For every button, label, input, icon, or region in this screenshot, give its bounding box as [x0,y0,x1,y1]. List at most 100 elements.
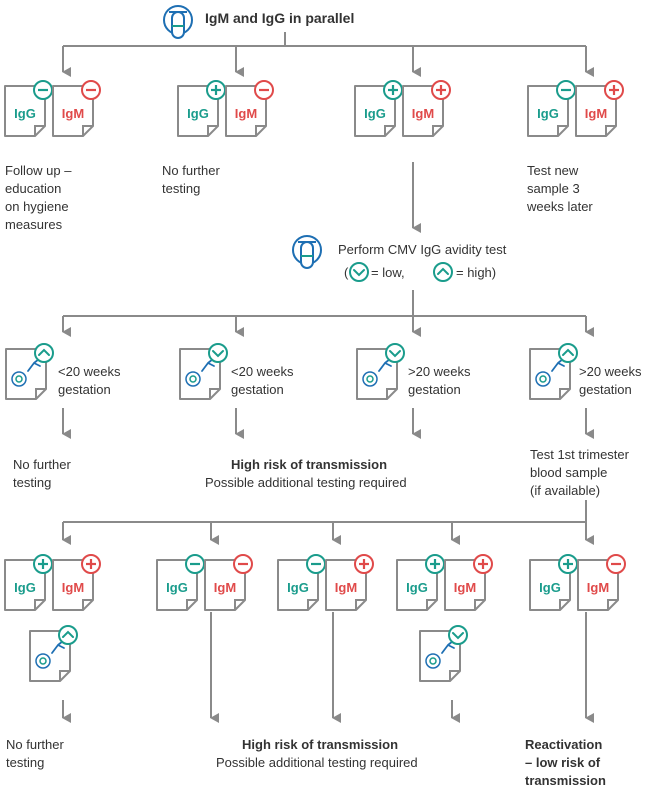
row3-test-2-igg-card-fold [186,599,197,610]
row2-avidity-4-avidity-icon [558,343,578,363]
row2-avidity-3-card-fold [386,388,397,399]
avidity-title: Perform CMV IgG avidity test [338,242,507,257]
row2-caption-2-line-2: gestation [231,382,284,397]
row1-test-3-igm-card-fold [432,125,443,136]
row1-test-1-igm-label: IgM [62,106,84,121]
row2-avidity-2-card-fold [209,388,220,399]
row2-avidity-4-card-fold [559,388,570,399]
header-title: IgM and IgG in parallel [205,10,355,26]
row3-outcome-c-line-2: – low risk of [525,755,601,770]
row1-caption-2-line-1: No further [162,163,220,178]
row3-test-5-igm-label: IgM [587,580,609,595]
row3-test-5-igg-label: IgG [539,580,561,595]
row2-avidity-2-avidity-icon-chevron [212,350,224,358]
row1-caption-4-line-1: Test new [527,163,579,178]
row2-avidity-1-cell-icon [11,371,27,387]
row3-avidity-1-avidity-icon [58,625,78,645]
row2-outcome-b-sub: Possible additional testing required [205,475,407,490]
row1-test-1-igg-card-fold [34,125,45,136]
row1-test-2-igg-card-fold [207,125,218,136]
legend-low-icon-chevron [353,269,365,277]
row1-test-4-igm-card-fold [605,125,616,136]
row3-test-3-igm-card-fold [355,599,366,610]
row3-test-3-igg-label: IgG [287,580,309,595]
row2-avidity-4-cell-icon [535,371,551,387]
avidity-legend-low: = low, [371,265,405,280]
row2-avidity-3-avidity-icon-chevron [389,350,401,358]
row3-avidity-1-avidity-icon-chevron [62,630,74,638]
row3-test-2-igm-label: IgM [214,580,236,595]
row2-avidity-1-avidity-icon [34,343,54,363]
row3-test-2-igg-label: IgG [166,580,188,595]
row3-test-4-igg-card-fold [426,599,437,610]
row1-test-2-igg-label: IgG [187,106,209,121]
row2-outcome-c-line-1: Test 1st trimester [530,447,629,462]
row3-outcome-b-title: High risk of transmission [242,737,399,752]
row1-test-4-igm-label: IgM [585,106,607,121]
row3-avidity-4-avidity-icon [448,625,468,645]
row3-test-4-igm-card-fold [474,599,485,610]
row3-test-1-igg-card-fold [34,599,45,610]
row1-caption-2-line-2: testing [162,181,201,196]
row2-caption-3-line-2: gestation [408,382,461,397]
row2-avidity-2-cell-icon [185,371,201,387]
row2-caption-2-line-1: <20 weeks [231,364,294,379]
row3-test-4-igg-label: IgG [406,580,428,595]
row1-test-3-igg-label: IgG [364,106,386,121]
row3-test-2-igm-card-fold [234,599,245,610]
row3-avidity-4-avidity-icon-chevron [452,632,464,640]
row1-test-3-igm-label: IgM [412,106,434,121]
row2-avidity-1-avidity-icon-chevron [38,348,50,356]
row1-caption-1-line-1: Follow up – [5,163,72,178]
row2-outcome-c-line-2: blood sample [530,465,608,480]
row2-avidity-2-avidity-icon [208,343,228,363]
row3-outcome-b-sub: Possible additional testing required [216,755,418,770]
row1-test-1-igm-card-fold [82,125,93,136]
row1-caption-1-line-3: on hygiene [5,199,69,214]
row3-test-1-igm-label: IgM [62,580,84,595]
row2-outcome-a-line-1: No further [13,457,71,472]
row2-avidity-3-avidity-icon [385,343,405,363]
row3-test-1-igg-label: IgG [14,580,36,595]
row3-test-4-igm-label: IgM [454,580,476,595]
legend-low-icon [349,262,369,282]
row1-caption-1-line-4: measures [5,217,63,232]
row1-test-4-igg-card-fold [557,125,568,136]
row2-outcome-a-line-2: testing [13,475,52,490]
row2-avidity-2-cell-core-icon [189,375,197,383]
row2-caption-4-line-2: gestation [579,382,632,397]
row1-caption-1-line-2: education [5,181,62,196]
row2-outcome-b-title: High risk of transmission [231,457,388,472]
row1-test-2-igm-label: IgM [235,106,257,121]
row1-test-2-igm-card-fold [255,125,266,136]
row2-avidity-1-cell-core-icon [15,375,23,383]
row3-avidity-1-cell-core-icon [39,657,47,665]
row3-test-3-igm-label: IgM [335,580,357,595]
row2-caption-1-line-2: gestation [58,382,111,397]
row2-outcome-c-line-3: (if available) [530,483,601,498]
avidity-legend-open: ( [344,265,349,280]
row3-test-1-igm-card-fold [82,599,93,610]
legend-high-icon [433,262,453,282]
legend-high-icon-chevron [437,267,449,275]
row3-test-5-igm-card-fold [607,599,618,610]
row2-avidity-3-cell-icon [362,371,378,387]
row3-avidity-4-cell-icon [425,653,441,669]
row3-avidity-4-cell-core-icon [429,657,437,665]
row3-avidity-4-card-fold [449,670,460,681]
row3-outcome-a-line-2: testing [6,755,45,770]
row2-avidity-4-avidity-icon-chevron [562,348,574,356]
row3-avidity-1-cell-icon [35,653,51,669]
row3-avidity-1-card-fold [59,670,70,681]
row2-caption-4-line-1: >20 weeks [579,364,642,379]
row3-outcome-c-line-1: Reactivation [525,737,603,752]
row3-outcome-a-line-1: No further [6,737,64,752]
row1-caption-4-line-2: sample 3 [527,181,580,196]
avidity-legend-high: = high) [456,265,497,280]
row2-avidity-3-cell-core-icon [366,375,374,383]
row2-caption-1-line-1: <20 weeks [58,364,121,379]
row2-avidity-1-card-fold [35,388,46,399]
row1-test-3-igg-card-fold [384,125,395,136]
